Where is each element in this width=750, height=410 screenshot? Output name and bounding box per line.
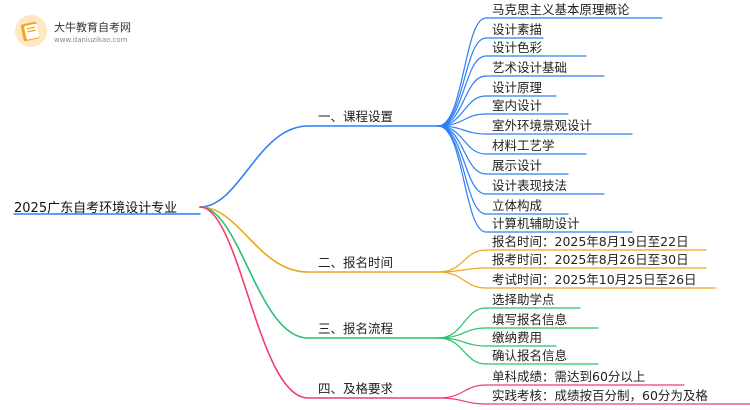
leaf-connector <box>437 55 487 127</box>
leaf-node: 计算机辅助设计 <box>492 216 580 231</box>
leaf-connector <box>437 95 487 127</box>
leaf-connector <box>437 271 487 289</box>
leaf-node: 室内设计 <box>492 98 543 113</box>
leaf-connector <box>437 37 487 127</box>
leaf-connector <box>437 75 487 127</box>
leaf-connector <box>437 125 487 155</box>
leaf-connector <box>437 267 487 273</box>
leaf-connector <box>437 337 487 365</box>
branch-connector <box>199 206 309 399</box>
leaf-connector <box>437 125 487 195</box>
root-node: 2025广东自考环境设计专业 <box>14 201 178 216</box>
leaf-node: 填写报名信息 <box>492 312 568 327</box>
leaf-node: 材料工艺学 <box>492 138 555 153</box>
branch-node: 三、报名流程 <box>318 321 394 336</box>
leaf-node: 单科成绩：需达到60分以上 <box>492 369 646 384</box>
leaf-node: 报考时间：2025年8月26日至30日 <box>492 252 689 267</box>
leaf-connector <box>437 17 487 127</box>
leaf-node: 实践考核：成绩按百分制，60分为及格 <box>492 388 708 403</box>
leaf-node: 马克思主义基本原理概论 <box>492 2 630 17</box>
leaf-node: 设计表现技法 <box>492 178 568 193</box>
leaf-node: 设计素描 <box>492 22 543 37</box>
branch-connector <box>199 206 309 339</box>
leaf-node: 展示设计 <box>492 158 543 173</box>
leaf-node: 设计原理 <box>492 80 543 95</box>
branch-node: 一、课程设置 <box>318 109 394 124</box>
leaf-connector <box>437 125 487 233</box>
leaf-node: 选择助学点 <box>492 292 555 307</box>
book-logo-icon <box>15 15 47 47</box>
branch-connector <box>199 206 309 273</box>
leaf-node: 缴纳费用 <box>492 330 543 345</box>
leaf-connector <box>437 307 487 339</box>
brand-name: 大牛教育自考网 <box>54 21 131 34</box>
leaf-node: 艺术设计基础 <box>492 60 568 75</box>
leaf-node: 立体构成 <box>492 198 543 213</box>
branch-connector <box>199 125 309 208</box>
leaf-node: 室外环境景观设计 <box>492 118 593 133</box>
leaf-connector <box>437 397 487 405</box>
brand-url: www.daniuzikao.com <box>54 36 128 44</box>
branch-node: 二、报名时间 <box>318 255 394 270</box>
leaf-connector <box>437 384 487 399</box>
leaf-node: 确认报名信息 <box>492 348 568 363</box>
brand-logo: 大牛教育自考网 www.daniuzikao.com <box>14 14 164 50</box>
branch-node: 四、及格要求 <box>318 381 394 396</box>
leaf-node: 报名时间：2025年8月19日至22日 <box>492 234 689 249</box>
leaf-node: 设计色彩 <box>492 40 543 55</box>
leaf-node: 考试时间：2025年10月25日至26日 <box>492 272 697 287</box>
